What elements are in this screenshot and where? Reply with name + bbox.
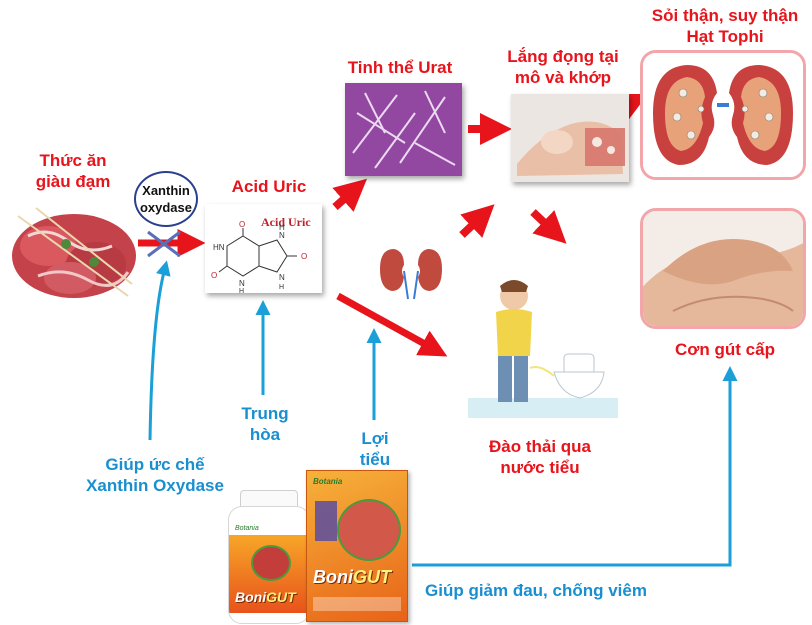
inhibit-label: Giúp ức chế Xanthin Oxydase [86,455,224,495]
atom-o-left: O [211,271,217,280]
molecule-title: Acid Uric [261,215,311,229]
arrow-to-deposit-diag [459,204,495,238]
diuretic-label: Lợi tiểu [359,429,391,469]
gout-pain-image [640,208,806,329]
joint-graphic [511,94,629,182]
bottle-foot-icon [251,545,291,581]
atom-n-bottom-right: N [279,273,285,282]
box-brand: BoniGUT [313,567,391,587]
foot-graphic [643,211,803,326]
neutralize-label: Trung hòa [241,404,289,444]
arrow-acid-to-excretion [336,292,448,357]
atom-o-right: O [301,252,307,261]
atom-n-top-right: N [279,231,285,240]
box-foot-icon [337,499,401,561]
molecule-structure: Acid Uric O HN N H N O O H N H [211,215,311,293]
acute-gout-label: Cơn gút cấp [675,340,775,359]
atom-h-top-right: H [279,223,285,232]
excretion-label: Đào thải qua nước tiểu [488,437,591,477]
crystal-graphic [345,83,462,176]
box-footer-strip [313,597,401,611]
acid-uric-molecule: Acid Uric O HN N H N O O H N H [205,204,322,293]
product-bottle: Botania BoniGUT [226,490,310,624]
small-kidney-icon [380,249,442,300]
atom-h-bottom-right: H [279,284,284,291]
arrow-pain-relief [412,366,738,567]
box-side-tag [315,501,337,541]
product-box: Botania BoniGUT [306,470,408,622]
kidney-image [640,50,806,180]
atom-h-bottom: H [239,288,244,293]
atom-n-bottom-left: N [239,279,245,288]
bottle-maker: Botania [235,525,259,532]
pain-relief-label: Giúp giảm đau, chống viêm [425,581,647,600]
inhibit-cross-b [147,230,181,258]
arrow-inhibit [148,260,171,441]
bottle-brand: BoniGUT [235,589,296,605]
meat-image [12,207,136,298]
box-maker: Botania [313,477,343,486]
atom-o-top: O [239,220,245,229]
atom-hn-left: HN [213,243,225,252]
toilet-person-image [468,280,618,418]
joint-deposit-image [511,94,629,182]
acid-uric-label: Acid Uric [231,177,307,196]
kidney-graphic [643,53,803,177]
food-label: Thức ăn giàu đạm [35,151,111,191]
arrow-to-gout-diag [530,209,567,244]
deposit-label: Lắng đọng tại mô và khớp [507,47,619,87]
urat-label: Tinh thể Urat [347,58,453,77]
urat-crystal-image [345,83,462,176]
arrow-acid-to-urat [332,178,367,212]
kidney-damage-label: Sỏi thận, suy thận Hạt Tophi [651,6,799,46]
bottle-body: Botania BoniGUT [228,506,310,624]
xanthin-oxydase-circle: Xanthin oxydase [134,171,198,227]
